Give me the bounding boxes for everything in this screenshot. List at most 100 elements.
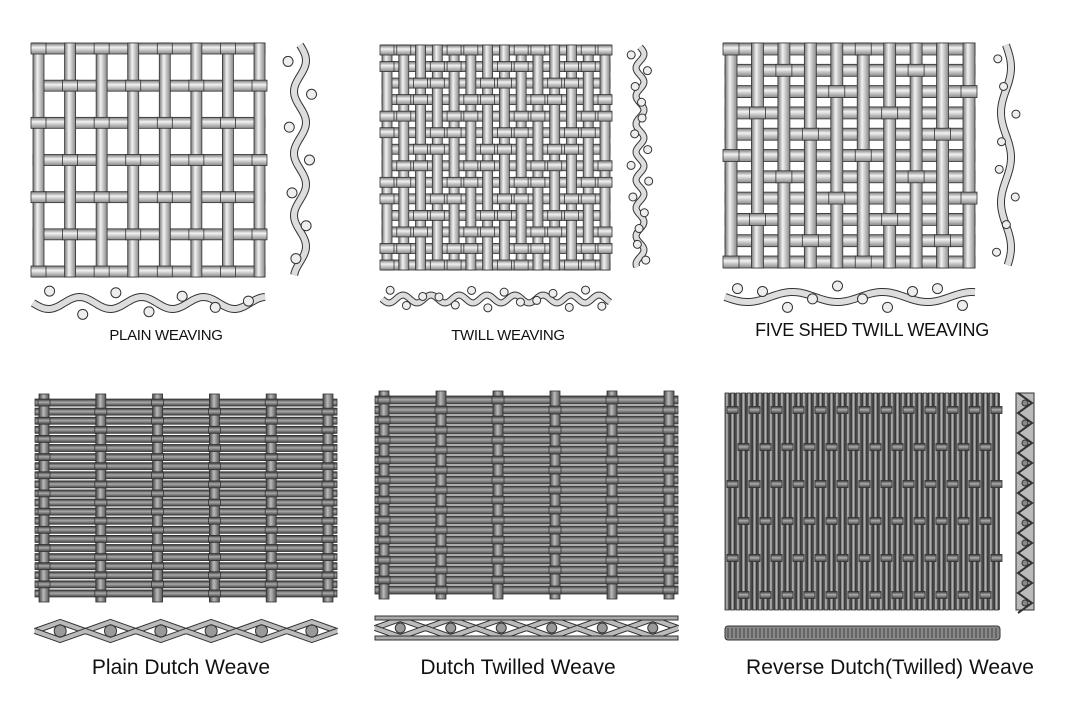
weft-wire: [564, 143, 579, 155]
weft-wire: [374, 555, 679, 565]
weft-wire: [34, 471, 338, 480]
weft-wire: [891, 517, 904, 525]
weft-wire: [321, 407, 335, 416]
weft-wire: [374, 545, 679, 555]
weft-wire: [605, 395, 619, 405]
weft-wire: [30, 116, 47, 129]
weft-wire: [34, 516, 338, 525]
cross-wire: [1021, 439, 1029, 447]
warp-wire: [845, 392, 851, 611]
weft-wire: [434, 565, 448, 575]
warp-wire: [222, 42, 234, 278]
weft-wire: [34, 553, 338, 561]
weft-wire: [34, 507, 338, 516]
warp-wire: [378, 390, 390, 600]
weft-wire: [156, 42, 173, 55]
weft-wire: [251, 79, 268, 92]
weft-wire: [491, 535, 505, 545]
weft-wire: [564, 193, 579, 205]
warp-wire: [482, 44, 494, 271]
weft-wire: [251, 228, 268, 241]
weft-wire: [580, 44, 596, 56]
weft-wire: [530, 160, 546, 172]
weft-wire: [662, 585, 676, 595]
cross-wire: [532, 295, 542, 305]
weft-wire: [548, 485, 562, 495]
weft-wire: [34, 525, 338, 534]
weft-wire: [264, 453, 278, 461]
weft-wire: [946, 554, 959, 562]
cross-wire: [290, 253, 302, 265]
dutch-twilled-weave-diagram: [373, 390, 680, 641]
cross-wire: [634, 224, 644, 234]
weft-wire: [530, 226, 546, 238]
weft-wire: [463, 226, 479, 238]
weft-wire: [580, 259, 596, 271]
weft-wire: [434, 585, 448, 595]
weft-wire: [869, 591, 882, 599]
weft-wire: [434, 485, 448, 495]
warp-wire: [966, 392, 972, 611]
weft-wire: [93, 116, 110, 129]
weft-wire: [530, 176, 546, 188]
weft-wire: [605, 415, 619, 425]
weft-wire: [770, 406, 783, 414]
weft-wire: [737, 591, 750, 599]
cross-wire: [643, 145, 653, 155]
weft-wire: [37, 471, 51, 480]
weft-wire: [413, 160, 428, 172]
profile-wire: [291, 43, 309, 276]
weft-wire: [979, 517, 992, 525]
weft-wire: [530, 44, 546, 56]
weft-wire: [547, 77, 563, 89]
warp-wire: [752, 392, 757, 611]
weft-wire: [803, 591, 816, 599]
warp-wire: [961, 392, 966, 611]
cross-wire: [581, 285, 591, 295]
warp-wire: [812, 392, 818, 611]
weft-wire: [446, 176, 462, 188]
cross-wire: [546, 622, 558, 634]
cross-wire: [1021, 519, 1029, 527]
plain-weave-diagram: [30, 42, 318, 320]
weft-wire: [379, 176, 395, 188]
weft-wire: [151, 580, 165, 589]
cross-wire: [932, 283, 943, 295]
reverse-dutch-weave-diagram: [724, 392, 1035, 641]
cross-wire: [782, 301, 793, 313]
weft-wire: [396, 176, 412, 188]
weft-wire: [496, 209, 512, 221]
weft-wire: [374, 525, 679, 535]
weft-wire: [891, 443, 904, 451]
warp-wire: [730, 392, 735, 611]
weft-wire: [814, 554, 827, 562]
weft-wire: [491, 555, 505, 565]
weft-wire: [722, 149, 740, 162]
weft-wire: [374, 455, 679, 465]
cross-wire: [154, 624, 168, 638]
weft-wire: [480, 209, 496, 221]
cross-wire: [483, 303, 493, 313]
cross-wire: [999, 81, 1009, 91]
weft-wire: [580, 243, 596, 254]
weft-wire: [37, 580, 51, 589]
weft-wire: [548, 565, 562, 575]
weft-wire: [446, 61, 462, 72]
weft-wire: [662, 485, 676, 495]
warp-wire: [807, 392, 812, 611]
weft-wire: [463, 44, 479, 56]
weft-wire: [34, 444, 338, 452]
weft-wire: [605, 475, 619, 485]
warp-wire: [944, 392, 950, 611]
profile-wire: [1016, 392, 1034, 614]
profile-wire: [31, 294, 266, 312]
cross-wire: [632, 239, 642, 249]
weft-wire: [429, 61, 445, 72]
weft-wire: [781, 443, 794, 451]
plain-weaving-label: PLAIN WEAVING: [109, 327, 223, 344]
weft-wire: [934, 127, 951, 141]
weft-wire: [321, 516, 335, 525]
weft-wire: [93, 191, 110, 204]
weft-wire: [396, 44, 412, 56]
weft-wire: [151, 453, 165, 461]
